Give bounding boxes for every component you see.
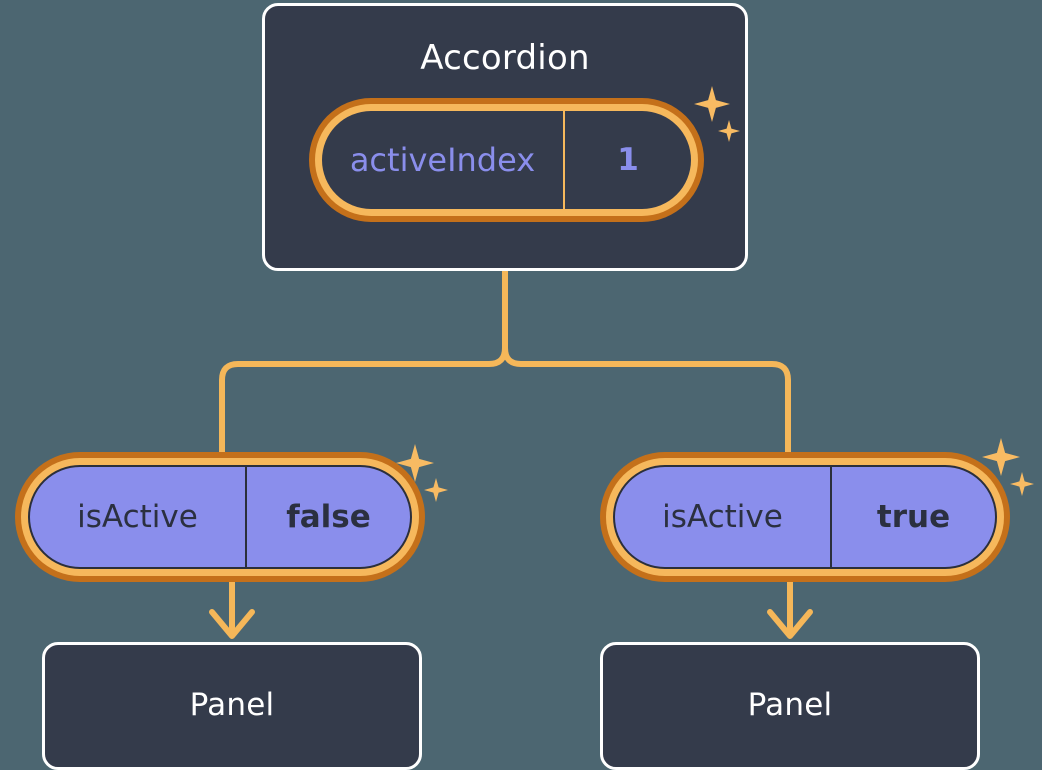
sparkle-icon — [718, 120, 740, 142]
wire-trunk-left — [219, 345, 508, 455]
state-pill-is-active-false[interactable]: isActive false — [15, 452, 425, 582]
sparkle-icon — [396, 444, 434, 482]
panel-title: Panel — [189, 687, 275, 723]
wire-trunk-split — [502, 268, 791, 455]
state-pill-key: activeIndex — [349, 141, 536, 179]
panel-card-right[interactable]: Panel — [600, 642, 980, 770]
state-pill-body: isActive false — [28, 465, 412, 569]
state-pill-active-index[interactable]: activeIndex 1 — [309, 98, 704, 222]
state-pill-value: 1 — [617, 142, 639, 178]
arrow-head-left-icon — [209, 609, 255, 639]
sparkle-icon — [694, 86, 730, 122]
state-pill-inner-ring: isActive false — [21, 458, 419, 576]
accordion-title: Accordion — [420, 38, 590, 78]
state-pill-value: false — [286, 499, 371, 535]
state-pill-key: isActive — [77, 499, 198, 535]
state-pill-divider — [830, 467, 832, 567]
arrow-head-right-icon — [767, 609, 813, 639]
sparkle-icon — [424, 478, 448, 502]
state-pill-inner-ring: activeIndex 1 — [315, 104, 698, 216]
state-pill-value: true — [876, 499, 951, 535]
state-pill-inner-ring: isActive true — [606, 458, 1004, 576]
sparkle-icon — [1010, 472, 1034, 496]
state-pill-divider — [245, 467, 247, 567]
state-pill-body: isActive true — [613, 465, 997, 569]
panel-title: Panel — [747, 687, 833, 723]
state-pill-key: isActive — [662, 499, 783, 535]
state-pill-is-active-true[interactable]: isActive true — [600, 452, 1010, 582]
panel-card-left[interactable]: Panel — [42, 642, 422, 770]
state-pill-body: activeIndex 1 — [322, 111, 691, 209]
state-pill-divider — [563, 111, 565, 209]
sparkle-icon — [982, 438, 1020, 476]
